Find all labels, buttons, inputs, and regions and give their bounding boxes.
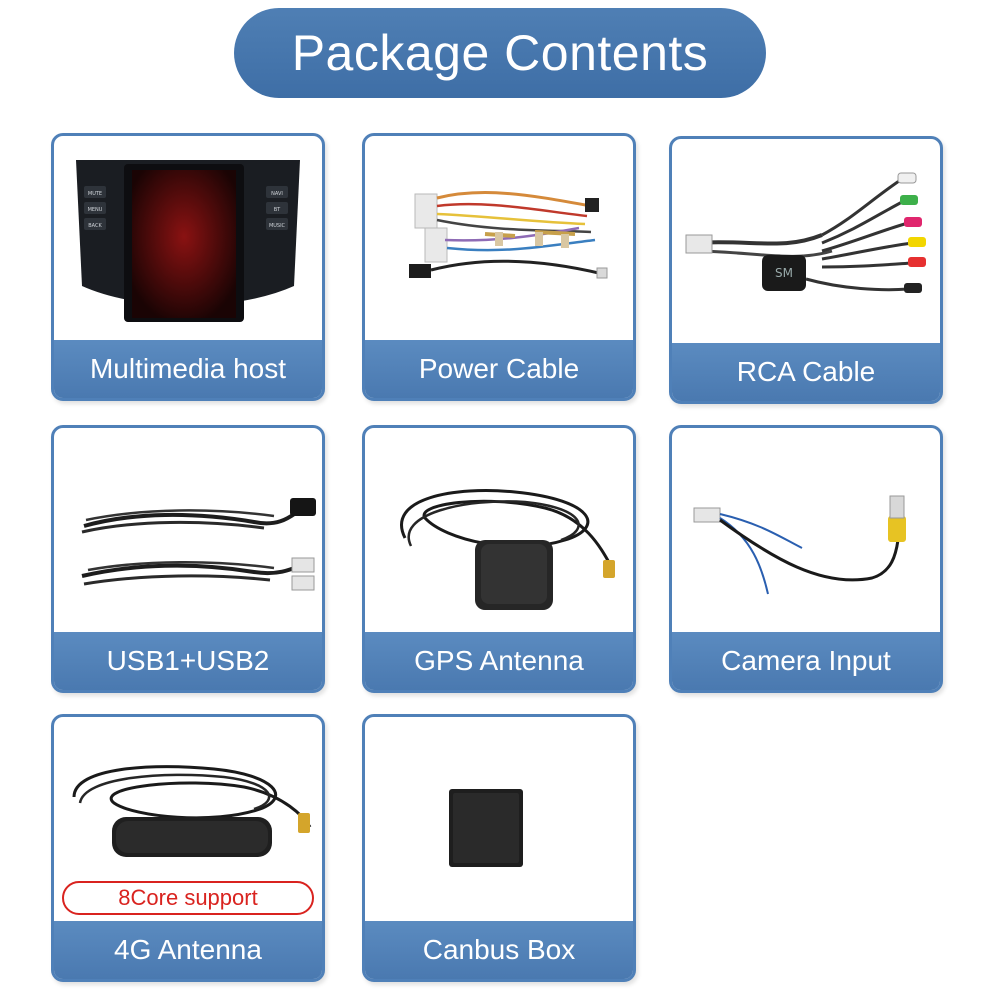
item-label: USB1+USB2 [54, 632, 322, 690]
item-card-camera-input: Camera Input [669, 425, 943, 693]
camera-cable-icon [672, 428, 940, 636]
usb-cables-icon [54, 428, 322, 636]
item-card-canbus-box: Canbus Box [362, 714, 636, 982]
canbus-box-icon [365, 717, 633, 925]
support-tag: 8Core support [62, 881, 314, 915]
button-label-menu: MENU [88, 207, 103, 213]
item-card-gps-antenna: GPS Antenna [362, 425, 636, 693]
button-label-navi: NAVI [271, 191, 283, 197]
item-label: GPS Antenna [365, 632, 633, 690]
item-label: 4G Antenna [54, 921, 322, 979]
page-title: Package Contents [234, 8, 766, 98]
rca-cable-icon: SM [672, 139, 940, 347]
gps-antenna-icon [365, 428, 633, 636]
item-card-4g-antenna: 8Core support 4G Antenna [51, 714, 325, 982]
head-unit-icon: MUTE MENU BACK NAVI BT MUSIC [54, 136, 322, 344]
item-label: Canbus Box [365, 921, 633, 979]
item-card-multimedia-host: MUTE MENU BACK NAVI BT MUSIC Multimedia … [51, 133, 325, 401]
item-label: Multimedia host [54, 340, 322, 398]
4g-antenna-icon [54, 717, 322, 925]
item-label: RCA Cable [672, 343, 940, 401]
item-card-usb: USB1+USB2 [51, 425, 325, 693]
button-label-bt: BT [274, 207, 281, 213]
item-label: Camera Input [672, 632, 940, 690]
power-cable-icon [365, 136, 633, 344]
button-label-back: BACK [88, 223, 102, 229]
button-label-mute: MUTE [88, 191, 102, 197]
item-label: Power Cable [365, 340, 633, 398]
item-card-power-cable: Power Cable [362, 133, 636, 401]
button-label-music: MUSIC [269, 223, 286, 229]
rca-badge-text: SM [775, 266, 793, 280]
item-card-rca-cable: SM RCA Cable [669, 136, 943, 404]
